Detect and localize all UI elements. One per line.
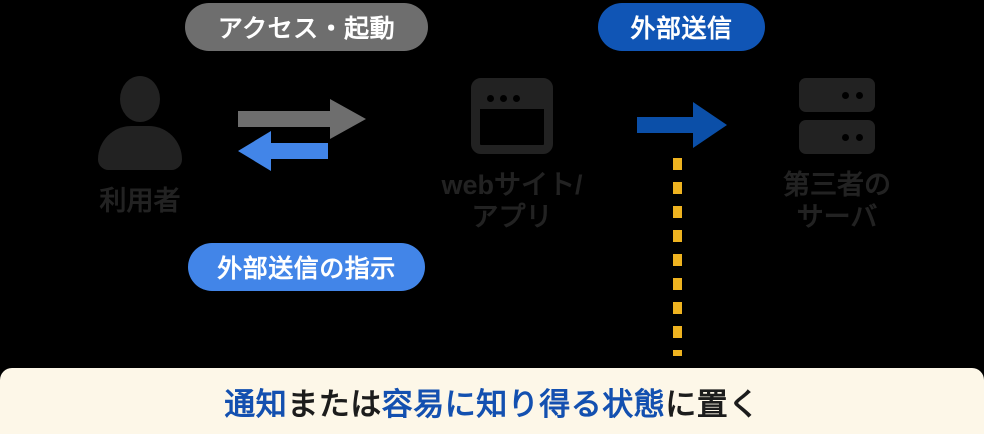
server-unit-bottom xyxy=(799,120,875,154)
browser-dot-icon xyxy=(513,94,520,102)
server-stack-icon xyxy=(799,78,875,154)
node-website-app-label-line1: webサイト/ xyxy=(441,170,583,200)
badge-access-launch: アクセス・起動 xyxy=(185,3,428,51)
response-arrow-icon xyxy=(238,128,328,174)
badge-external-send: 外部送信 xyxy=(598,3,765,51)
badge-access-launch-label: アクセス・起動 xyxy=(217,15,396,43)
server-led-icon xyxy=(856,91,863,99)
browser-titlebar xyxy=(480,87,544,109)
node-website-app-label: webサイト/ アプリ xyxy=(441,170,582,234)
server-led-icon xyxy=(842,133,849,141)
node-user-label: 利用者 xyxy=(99,186,181,216)
node-third-party-server-label-line1: 第三者の xyxy=(783,170,891,200)
node-third-party-server-label-line2: サーバ xyxy=(796,201,878,232)
caption-bar: 通知または容易に知り得る状態に置く xyxy=(0,368,984,434)
badge-external-send-label: 外部送信 xyxy=(630,15,733,43)
caption-text: 通知または容易に知り得る状態に置く xyxy=(224,379,760,424)
boundary-dashed-divider xyxy=(673,158,682,356)
external-send-arrow-icon xyxy=(637,100,729,150)
server-led-icon xyxy=(856,133,863,141)
caption-part-2: または xyxy=(287,386,382,422)
access-arrow-icon xyxy=(238,96,368,142)
badge-external-send-instruction-label: 外部送信の指示 xyxy=(217,255,396,283)
node-website-app-label-line2: アプリ xyxy=(471,201,553,232)
node-third-party-server-label: 第三者の サーバ xyxy=(783,170,891,234)
caption-part-1: 通知 xyxy=(224,386,288,422)
person-body-shape xyxy=(98,126,182,170)
person-icon xyxy=(94,76,186,170)
caption-part-3: 容易に知り得る状態 xyxy=(381,386,666,422)
browser-dot-icon xyxy=(487,94,494,102)
caption-part-4: に置く xyxy=(665,386,760,422)
browser-window-icon xyxy=(471,78,553,154)
browser-dot-icon xyxy=(500,94,507,102)
node-third-party-server: 第三者の サーバ xyxy=(752,78,922,234)
badge-external-send-instruction: 外部送信の指示 xyxy=(188,243,425,291)
server-unit-top xyxy=(799,78,875,112)
person-head-shape xyxy=(120,76,160,122)
node-user: 利用者 xyxy=(60,76,220,218)
node-website-app: webサイト/ アプリ xyxy=(432,78,592,234)
server-led-icon xyxy=(842,91,849,99)
